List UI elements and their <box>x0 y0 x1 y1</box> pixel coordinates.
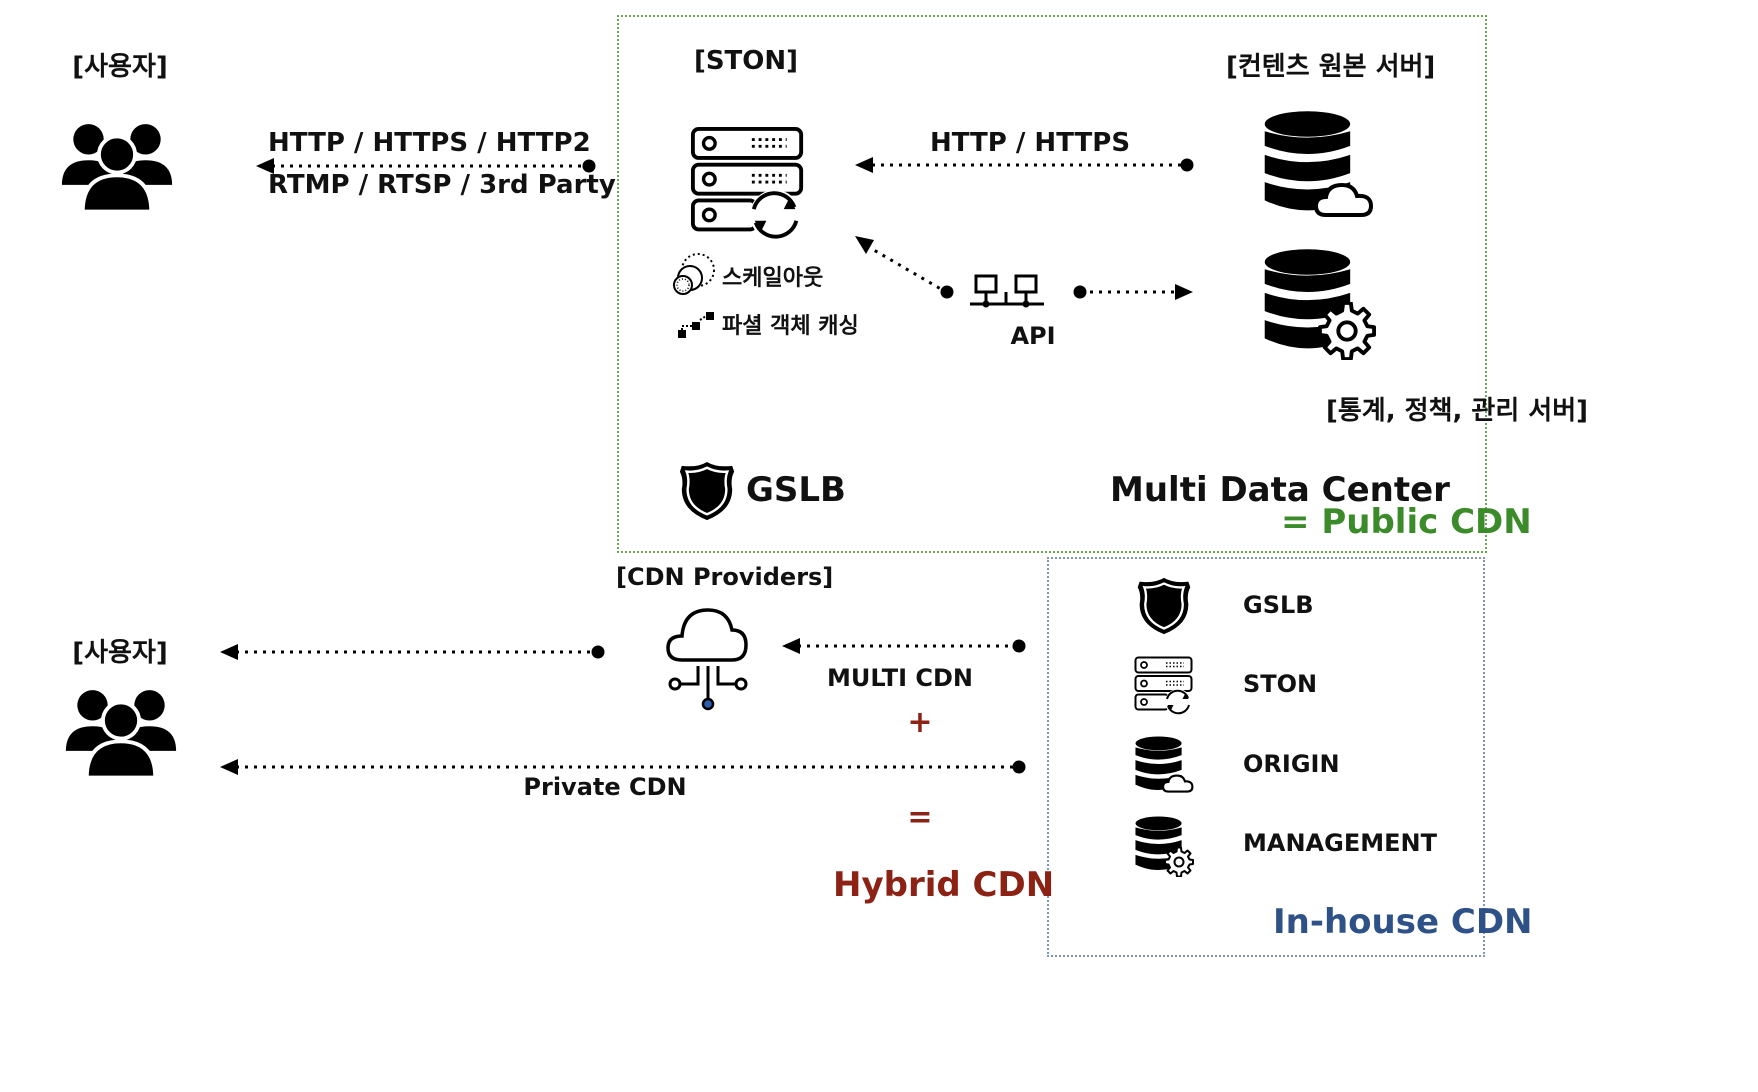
partial-cache-icon <box>678 312 714 338</box>
users-group-icon <box>60 116 174 212</box>
inhouse-server-icon <box>1134 656 1194 716</box>
inhouse-shield-icon <box>1134 576 1194 636</box>
feature-partial-cache: 파셜 객체 캐싱 <box>722 314 859 339</box>
protocol-line1: HTTP / HTTPS / HTTP2 <box>268 128 591 158</box>
multi-data-center: Multi Data Center <box>1110 470 1450 510</box>
users-label-top: [사용자] <box>72 52 168 82</box>
inhouse-item-origin: ORIGIN <box>1243 750 1340 778</box>
protocol-line2: RTMP / RTSP / 3rd Party <box>268 170 616 200</box>
network-nodes-icon <box>970 274 1044 308</box>
equals-sign: = <box>907 800 933 835</box>
inhouse-cdn-region <box>1047 557 1485 957</box>
management-server-label: [통계, 정책, 관리 서버] <box>1326 396 1589 426</box>
feature-scaleout: 스케일아웃 <box>722 266 824 291</box>
ston-label: [STON] <box>693 46 799 76</box>
origin-server-label: [컨텐츠 원본 서버] <box>1226 52 1436 82</box>
public-cdn: = Public CDN <box>1281 502 1532 542</box>
inhouse-origin-icon <box>1135 736 1194 793</box>
public-cdn-region <box>617 15 1487 553</box>
database-cloud-icon <box>1264 111 1374 224</box>
inhouse-item-gslb: GSLB <box>1243 591 1314 619</box>
cdn-providers-label: [CDN Providers] <box>616 563 834 591</box>
gslb-label: GSLB <box>746 470 846 510</box>
inhouse-cdn-label: In-house CDN <box>1273 902 1533 942</box>
inhouse-item-management: MANAGEMENT <box>1243 829 1437 857</box>
cloud-network-icon <box>666 608 748 711</box>
users-label-bottom: [사용자] <box>72 638 168 668</box>
scaleout-circles-icon <box>673 253 715 295</box>
api-label: API <box>1010 322 1056 350</box>
server-sync-icon <box>690 126 806 242</box>
inhouse-management-icon <box>1135 816 1194 877</box>
origin-protocol: HTTP / HTTPS <box>929 128 1131 158</box>
multi-cdn-label: MULTI CDN <box>827 664 973 692</box>
users-group-icon-bottom <box>64 682 178 778</box>
inhouse-item-ston: STON <box>1243 670 1318 698</box>
hybrid-cdn-label: Hybrid CDN <box>833 865 1055 905</box>
plus-sign: + <box>907 705 933 740</box>
shield-icon <box>676 460 738 522</box>
database-gear-icon <box>1264 249 1376 360</box>
private-cdn-label: Private CDN <box>523 773 687 801</box>
